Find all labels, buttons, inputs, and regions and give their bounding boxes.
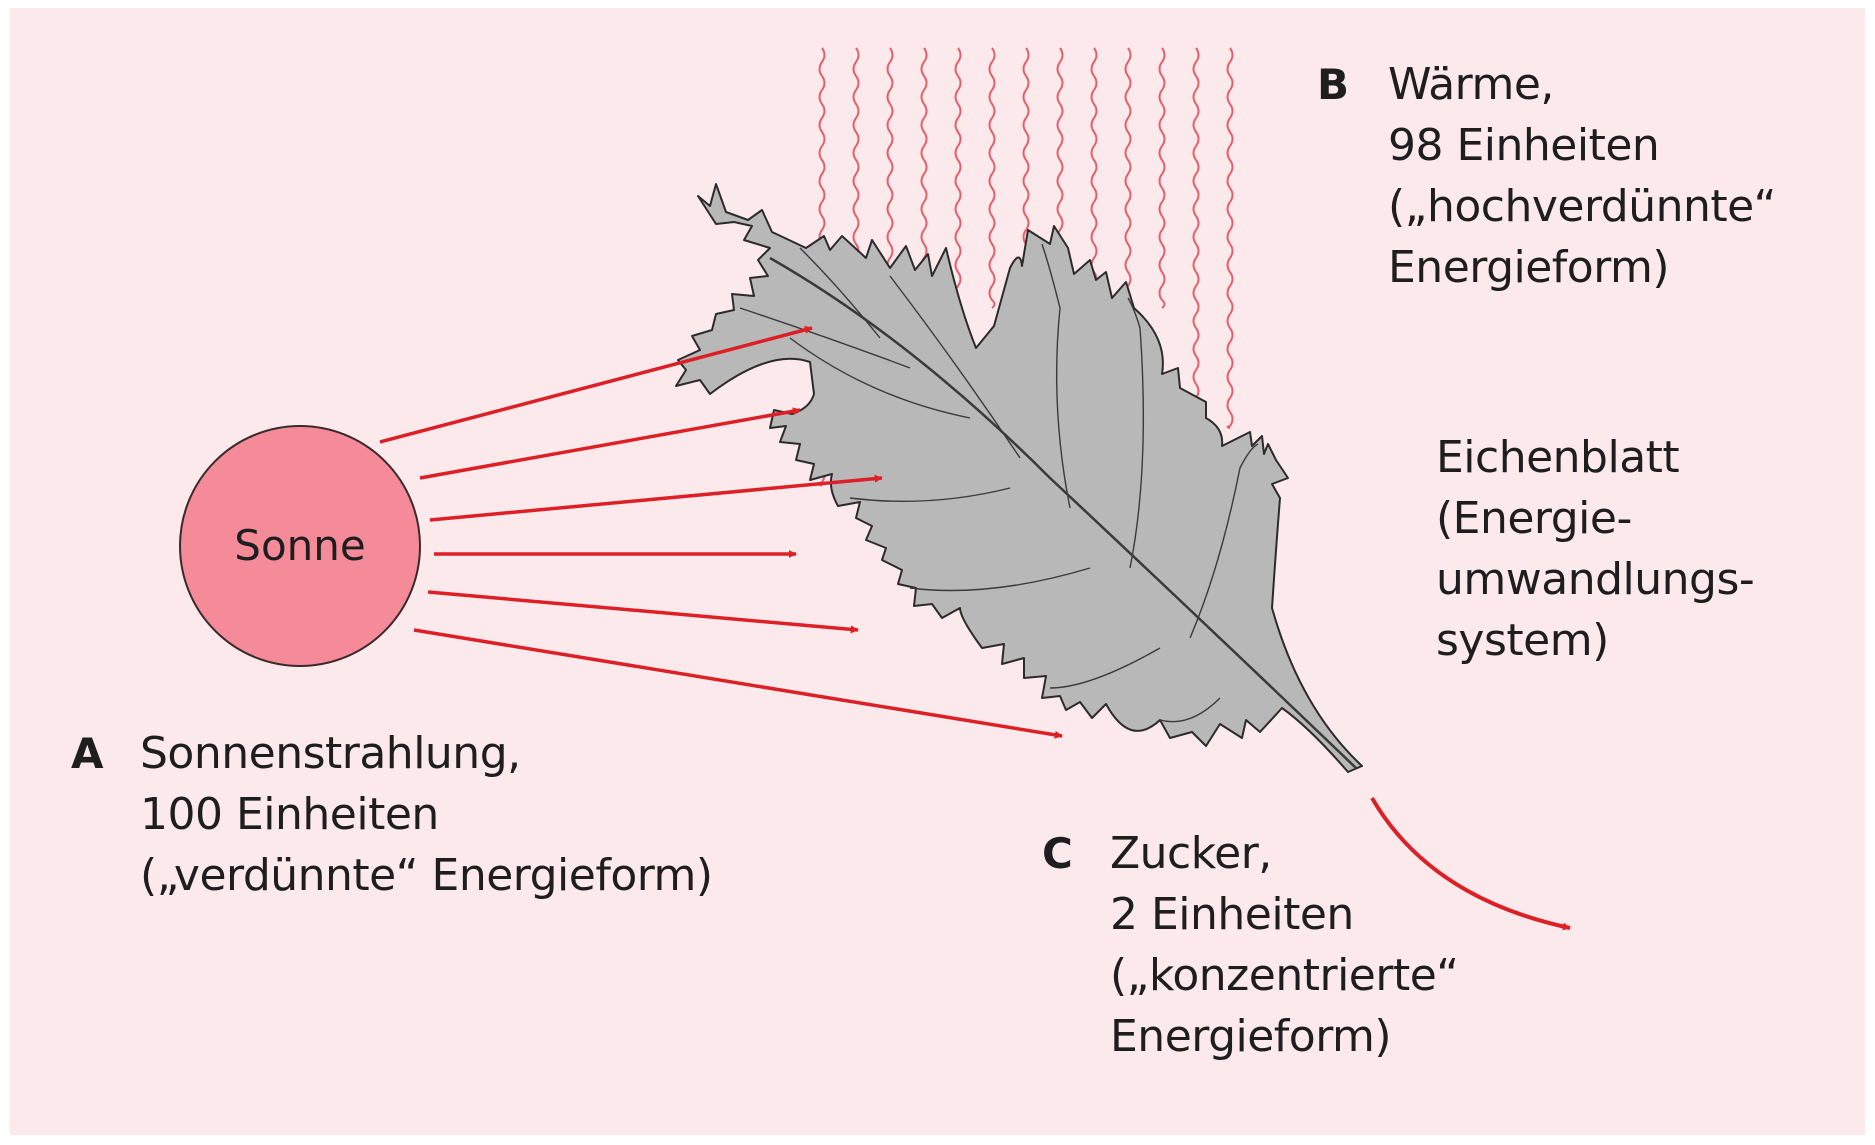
label-b-line-3: („hochverdünnte“: [1388, 176, 1776, 237]
heat-wave-line: [1126, 48, 1131, 308]
radiation-arrow: [428, 592, 858, 630]
label-b-heat: B Wärme, 98 Einheiten („hochverdünnte“ E…: [1388, 54, 1776, 298]
heat-wave-line: [956, 48, 961, 308]
label-a-line-1: Sonnenstrahlung,: [140, 723, 713, 784]
label-a-letter: A: [71, 723, 103, 784]
label-c-line-4: Energieform): [1110, 1006, 1459, 1067]
label-b-line-2: 98 Einheiten: [1388, 115, 1776, 176]
label-b-line-4: Energieform): [1388, 237, 1776, 298]
radiation-arrow: [420, 410, 800, 478]
radiation-arrow: [430, 478, 882, 520]
oak-leaf-blade: [676, 184, 1362, 772]
diagram-canvas: Sonne A Sonnenstrahlung, 100 Einheiten (…: [10, 8, 1865, 1135]
radiation-arrow: [414, 630, 1062, 736]
label-a-line-2: 100 Einheiten: [140, 784, 713, 845]
label-leaf-line-2: (Energie-: [1436, 488, 1754, 549]
heat-wave-line: [1228, 48, 1233, 428]
sun-label: Sonne: [180, 521, 420, 571]
label-c-letter: C: [1042, 823, 1072, 884]
label-leaf-line-3: umwandlungs-: [1436, 549, 1754, 610]
heat-wave-line: [990, 48, 995, 308]
label-c-line-2: 2 Einheiten: [1110, 884, 1459, 945]
label-oak-leaf: Eichenblatt (Energie- umwandlungs- syste…: [1436, 427, 1754, 671]
label-leaf-line-1: Eichenblatt: [1436, 427, 1754, 488]
label-a-line-3: („verdünnte“ Energieform): [140, 845, 713, 906]
label-c-line-3: („konzentrierte“: [1110, 945, 1459, 1006]
label-b-letter: B: [1317, 54, 1349, 115]
oak-leaf: [676, 184, 1362, 772]
heat-wave-line: [1194, 48, 1199, 448]
label-leaf-line-4: system): [1436, 610, 1754, 671]
label-a-solar-radiation: A Sonnenstrahlung, 100 Einheiten („verdü…: [140, 723, 713, 906]
label-c-line-1: Zucker,: [1110, 823, 1459, 884]
label-b-line-1: Wärme,: [1388, 54, 1776, 115]
radiation-arrow: [380, 328, 812, 442]
heat-wave-line: [1160, 48, 1165, 308]
label-c-sugar: C Zucker, 2 Einheiten („konzentrierte“ E…: [1110, 823, 1459, 1067]
